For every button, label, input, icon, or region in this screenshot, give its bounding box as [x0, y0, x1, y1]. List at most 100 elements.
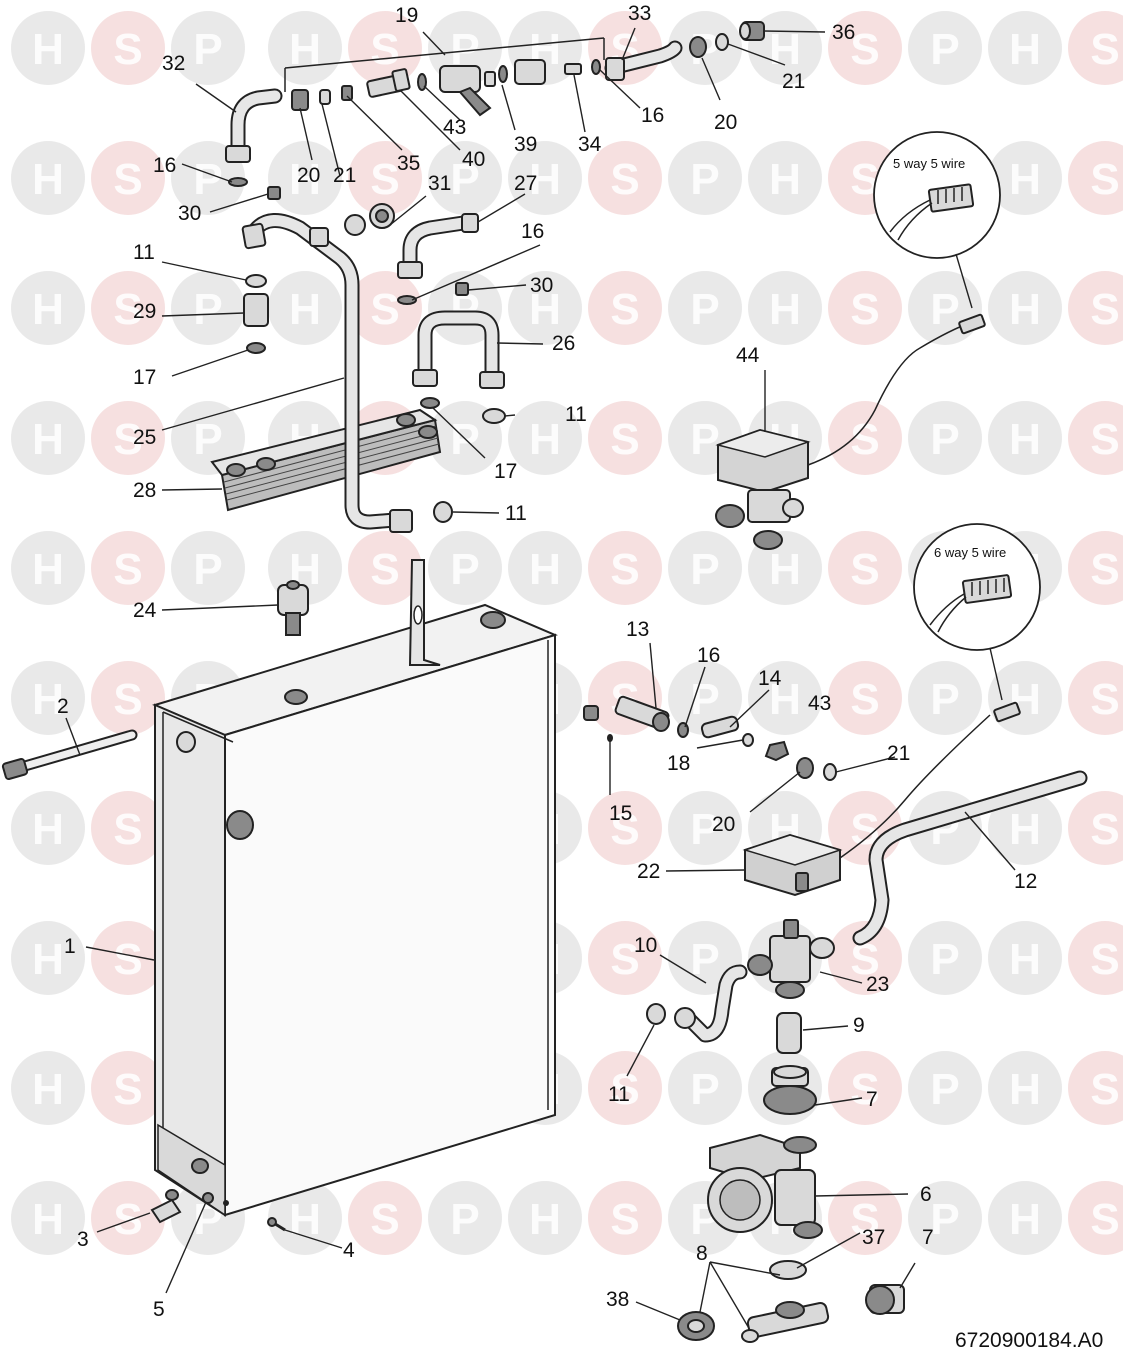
watermark-circle — [748, 11, 822, 85]
part-7-pump-valve-b — [865, 1284, 905, 1315]
watermark-circle — [428, 141, 502, 215]
watermark-letter: P — [450, 155, 479, 204]
watermark-circle — [748, 271, 822, 345]
watermark-circle — [11, 401, 85, 475]
watermark-circle — [11, 921, 85, 995]
callout-20c: 20 — [712, 813, 735, 836]
callout-7a: 7 — [866, 1088, 878, 1111]
watermark-circle — [668, 141, 742, 215]
part-38-nut — [677, 1311, 715, 1341]
watermark-letter: H — [769, 155, 801, 204]
callout-43a: 43 — [443, 116, 466, 139]
watermark-letter: H — [1009, 1065, 1041, 1114]
watermark-circle — [1068, 1051, 1123, 1125]
watermark-circle — [508, 141, 582, 215]
callout-39: 39 — [514, 133, 537, 156]
callout-4: 4 — [343, 1239, 355, 1262]
watermark-circle — [508, 401, 582, 475]
part-24-air-vent — [277, 580, 309, 636]
watermark-letter: S — [370, 25, 399, 74]
connector-detail-bottom — [913, 523, 1041, 701]
callout-43b: 43 — [808, 692, 831, 715]
watermark-circle — [11, 531, 85, 605]
callout-2: 2 — [57, 695, 69, 718]
watermark-letter: S — [1090, 1195, 1119, 1244]
watermark-circle — [91, 141, 165, 215]
watermark-circle — [668, 1051, 742, 1125]
watermark-letter: P — [930, 415, 959, 464]
watermark-circle — [908, 661, 982, 735]
group-19-bracket — [284, 37, 605, 69]
watermark-letter: H — [529, 415, 561, 464]
watermark-circle — [828, 401, 902, 475]
watermark-circle — [908, 921, 982, 995]
watermark-circle — [988, 921, 1062, 995]
watermark-circle — [908, 1181, 982, 1255]
part-20-nut-b — [689, 36, 707, 58]
watermark-letter: H — [1009, 285, 1041, 334]
part-36-connector — [739, 21, 765, 41]
part-2-sensor-probe — [1, 729, 138, 781]
part-14-tube — [700, 715, 740, 739]
callout-11c: 11 — [505, 502, 527, 525]
watermark-circle — [1068, 531, 1123, 605]
part-34-insert — [564, 63, 582, 75]
watermark-circle — [908, 11, 982, 85]
callout-10: 10 — [634, 934, 657, 957]
watermark-circle — [508, 271, 582, 345]
watermark-letter: P — [690, 155, 719, 204]
watermark-letter: P — [450, 545, 479, 594]
callout-11b: 11 — [565, 403, 587, 426]
watermark-circle — [348, 11, 422, 85]
callout-24: 24 — [133, 599, 157, 622]
watermark-circle — [908, 1051, 982, 1125]
watermark-circle — [588, 921, 662, 995]
part-32-bent-pipe — [225, 88, 283, 163]
watermark-letter: P — [690, 805, 719, 854]
watermark-letter: S — [850, 285, 879, 334]
watermark-letter: P — [690, 415, 719, 464]
part-11-seal-b — [482, 408, 506, 424]
watermark-letter: H — [1009, 805, 1041, 854]
watermark-letter: P — [193, 25, 222, 74]
watermark-letter: H — [769, 25, 801, 74]
callout-34: 34 — [578, 133, 602, 156]
callout-20a: 20 — [297, 164, 320, 187]
watermark-letter: S — [850, 675, 879, 724]
watermark-letter: H — [529, 155, 561, 204]
watermark-circle — [91, 531, 165, 605]
watermark-circle — [588, 791, 662, 865]
watermark-letter: S — [1090, 805, 1119, 854]
callout-19: 19 — [395, 4, 418, 27]
watermark-letter: H — [32, 935, 64, 984]
watermark-letter: H — [32, 545, 64, 594]
part-35-spring — [341, 85, 353, 101]
callout-18: 18 — [667, 752, 690, 775]
part-16-washer-b — [397, 295, 417, 305]
watermark-circle — [988, 1181, 1062, 1255]
watermark-letter: H — [1009, 935, 1041, 984]
watermark-letter: H — [529, 285, 561, 334]
watermark-letter: S — [370, 285, 399, 334]
watermark-circle — [91, 271, 165, 345]
watermark-letter: P — [193, 545, 222, 594]
callout-32: 32 — [162, 52, 185, 75]
watermark-letter: S — [113, 285, 142, 334]
watermark-circle — [508, 1181, 582, 1255]
part-30-nipple-a — [267, 186, 281, 200]
callout-21c: 21 — [887, 742, 910, 765]
watermark-circle — [11, 1051, 85, 1125]
callout-23: 23 — [866, 973, 889, 996]
part-30-nipple-b — [455, 282, 469, 296]
part-44-motorised-valve — [715, 428, 811, 550]
watermark-letter: S — [113, 155, 142, 204]
callout-17a: 17 — [133, 366, 156, 389]
watermark-letter: H — [529, 545, 561, 594]
watermark-circle — [1068, 11, 1123, 85]
watermark-letter: P — [193, 285, 222, 334]
watermark-letter: S — [1090, 675, 1119, 724]
watermark-circle — [1068, 791, 1123, 865]
watermark-letter: S — [370, 1195, 399, 1244]
